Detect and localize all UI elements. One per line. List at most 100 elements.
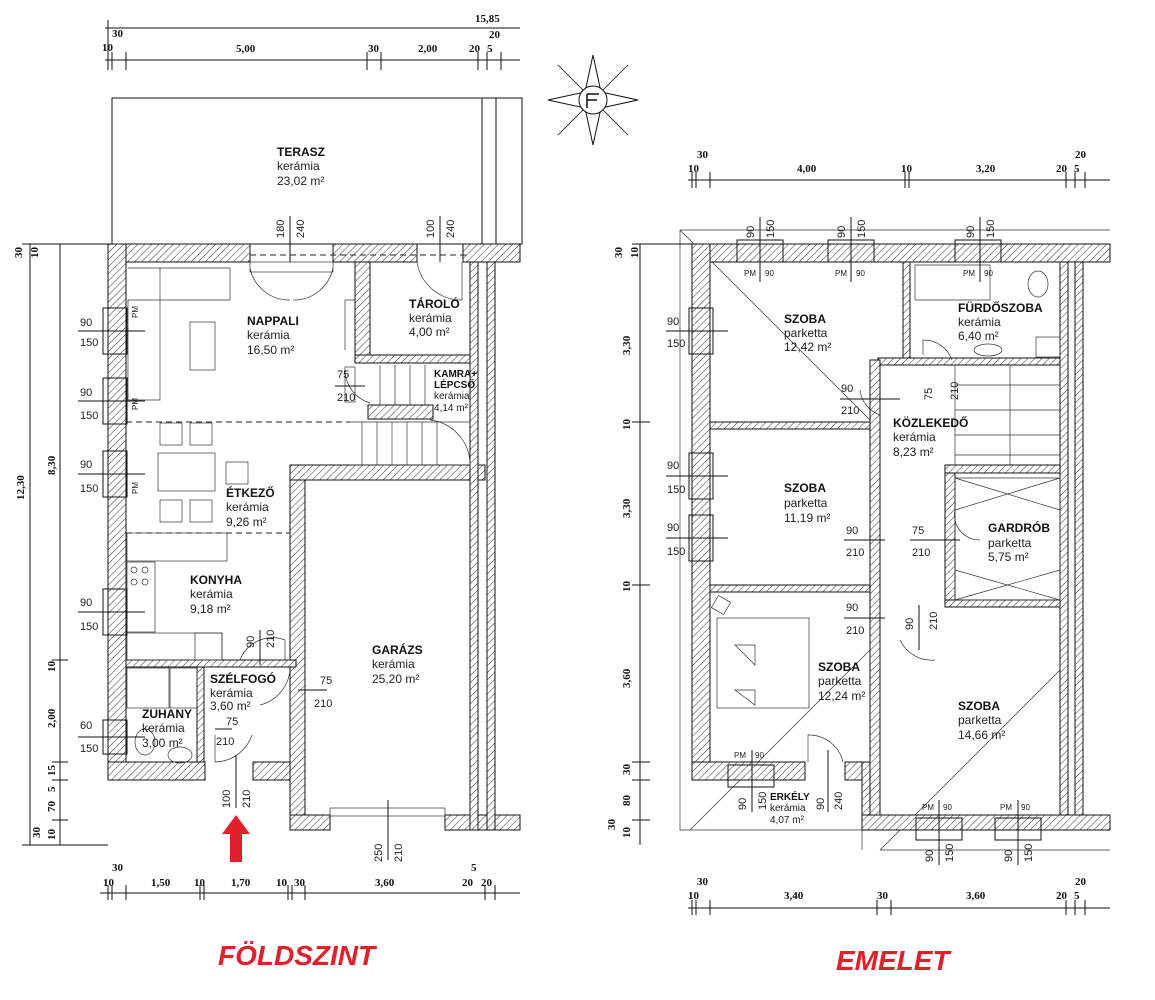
opening-label: 90 [745, 226, 757, 238]
opening-label: 90 [904, 618, 916, 630]
upper-left-dimensions: 30 10 3,30 10 3,30 10 3,60 30 80 30 10 [606, 243, 692, 845]
room-name: ZUHANY [142, 707, 192, 721]
upper-walls [691, 243, 1111, 831]
opening-label: 210 [265, 630, 277, 648]
dim-label: 10 [621, 419, 633, 431]
opening-label: 150 [80, 483, 98, 495]
opening-label: 90 [737, 798, 749, 810]
opening-label: 90 [846, 525, 858, 537]
room-label-tarolo: TÁROLÓ kerámia 4,00 m² [409, 296, 460, 339]
opening-label: 90 [924, 850, 936, 862]
room-label-gardrob: GARDRÓB parketta 5,75 m² [988, 520, 1050, 564]
room-floor: kerámia [893, 430, 936, 444]
room-floor: kerámia [142, 721, 185, 735]
opening-label: 90 [80, 597, 92, 609]
dim-label: 30 [613, 247, 625, 259]
opening-label: 75 [923, 388, 935, 400]
upper-opening-labels: 90 150 90 150 90 150 PM 90 PM 90 PM 90 9… [666, 217, 1035, 865]
room-floor: parketta [784, 326, 828, 340]
room-floor: kerámia [409, 311, 452, 325]
room-label-szoba-3: SZOBA parketta 12,24 m² [818, 660, 865, 703]
dim-label: 5 [1074, 890, 1080, 902]
opening-label: 90 [841, 383, 853, 395]
room-floor: kerámia [770, 803, 806, 814]
room-label-konyha: KONYHA kerámia 9,18 m² [190, 573, 242, 616]
room-name: SZOBA [958, 699, 1000, 713]
opening-label: 90 [836, 226, 848, 238]
room-area: 4,14 m² [434, 403, 469, 414]
dim-label: 30 [606, 819, 618, 831]
opening-label: 100 [221, 790, 233, 808]
room-name: KONYHA [190, 573, 242, 587]
pm-label: PM [734, 751, 746, 760]
entrance-arrow-icon [222, 815, 250, 862]
opening-label: 210 [337, 392, 355, 404]
room-floor: kerámia [372, 657, 415, 671]
room-label-furdoszoba: FÜRDŐSZOBA kerámia 6,40 m² [958, 300, 1043, 343]
dim-label: 10 [103, 877, 115, 889]
room-name: TERASZ [277, 145, 325, 159]
ground-bottom-dimensions: 30 10 1,50 10 1,70 10 30 3,60 5 20 20 [100, 862, 520, 900]
dim-label: 3,30 [621, 335, 633, 355]
room-name: LÉPCSŐ [434, 378, 475, 391]
room-label-szoba-2: SZOBA parketta 11,19 m² [784, 481, 830, 525]
opening-label: 90 [245, 636, 257, 648]
room-floor: kerámia [958, 315, 1001, 329]
room-area: 16,50 m² [247, 343, 294, 357]
opening-label: 210 [314, 698, 332, 710]
dim-label: 3,20 [976, 163, 996, 175]
opening-label: 60 [80, 720, 92, 732]
room-name: SZOBA [818, 660, 860, 674]
dim-label: 5 [46, 786, 58, 792]
room-label-szoba-4: SZOBA parketta 14,66 m² [958, 699, 1005, 742]
dim-label: 30 [112, 28, 124, 40]
upper-top-dimensions: 30 10 4,00 10 3,20 20 5 20 [688, 149, 1110, 188]
room-floor: kerámia [226, 500, 269, 514]
opening-label: 75 [912, 525, 924, 537]
dim-label: 30 [621, 764, 633, 776]
dim-label: 10 [901, 163, 913, 175]
dim-label: 3,60 [966, 890, 986, 902]
room-name: NAPPALI [247, 314, 299, 328]
room-floor: parketta [784, 496, 828, 510]
opening-label: 150 [667, 338, 685, 350]
room-name: GARÁZS [372, 642, 423, 657]
opening-label: 150 [985, 220, 997, 238]
pm-label: 90 [755, 751, 764, 760]
dim-label: 8,30 [46, 455, 58, 475]
dim-label: 15 [46, 765, 58, 777]
opening-label: 240 [295, 220, 307, 238]
opening-label: 150 [80, 743, 98, 755]
room-label-kozlekedo: KÖZLEKEDŐ kerámia 8,23 m² [893, 415, 968, 459]
pm-label: PM [131, 482, 140, 494]
opening-label: 210 [216, 736, 234, 748]
room-floor: kerámia [434, 391, 470, 402]
room-name: ÉTKEZŐ [226, 485, 275, 500]
opening-label: 240 [445, 220, 457, 238]
terrace-outline [111, 97, 523, 245]
room-name: GARDRÓB [988, 520, 1050, 535]
opening-label: 240 [833, 792, 845, 810]
opening-label: 90 [1003, 850, 1015, 862]
opening-label: 150 [856, 220, 868, 238]
room-name: SZOBA [784, 481, 826, 495]
dim-label: 10 [276, 877, 288, 889]
opening-label: 150 [757, 792, 769, 810]
opening-label: 75 [226, 716, 238, 728]
room-floor: kerámia [210, 686, 253, 700]
dim-label: 3,60 [375, 877, 395, 889]
opening-label: 210 [912, 547, 930, 559]
opening-label: 90 [965, 226, 977, 238]
room-label-kamra-lepcso: KAMRA+ LÉPCSŐ kerámia 4,14 m² [434, 369, 477, 414]
dim-label: 5 [1074, 163, 1080, 175]
room-floor: kerámia [277, 159, 320, 173]
room-area: 3,00 m² [142, 736, 183, 750]
dim-label: 10 [46, 661, 58, 673]
room-area: 4,00 m² [409, 325, 450, 339]
upper-bottom-dimensions: 30 10 3,40 30 3,60 20 5 20 [688, 876, 1110, 915]
room-area: 23,02 m² [277, 174, 324, 188]
pm-label: 90 [943, 803, 952, 812]
opening-label: 90 [667, 316, 679, 328]
room-area: 25,20 m² [372, 672, 419, 686]
